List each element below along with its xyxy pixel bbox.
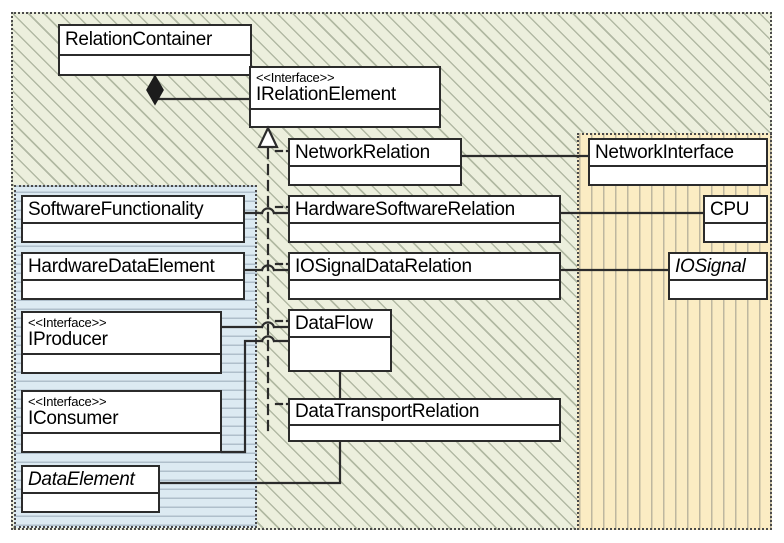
class-attributes-compartment (705, 224, 766, 241)
class-attributes-compartment (23, 224, 243, 241)
class-attributes-compartment (290, 281, 559, 298)
class-name: IProducer (28, 328, 108, 350)
class-name: IRelationElement (256, 83, 396, 105)
edge-iconsumer-dataflow (220, 339, 290, 454)
class-i-consumer[interactable]: <<Interface>> IConsumer (21, 390, 222, 453)
class-name: DataFlow (295, 312, 373, 334)
class-cpu[interactable]: CPU (703, 195, 768, 243)
class-name: HardwareDataElement (28, 255, 215, 277)
class-header: IOSignal (670, 254, 766, 281)
class-stereotype: <<Interface>> (256, 70, 335, 86)
class-header: <<Interface>> IConsumer (23, 392, 220, 434)
class-name: IConsumer (28, 407, 119, 429)
line-hop-iconsumer (260, 335, 276, 343)
class-attributes-compartment (290, 224, 559, 241)
line-hop-iproducer (260, 321, 276, 329)
class-name: HardwareSoftwareRelation (295, 198, 515, 220)
edge-datatransportrelation-dataelement (158, 440, 342, 485)
class-header: <<Interface>> IProducer (23, 313, 220, 355)
line-hop-hardwaredataelement (260, 264, 276, 272)
line-hop-softwarefunctionality (260, 207, 276, 215)
edge-composition-relationcontainer (153, 74, 251, 101)
class-header: HardwareDataElement (23, 254, 243, 281)
class-attributes-compartment (670, 281, 766, 298)
class-name: DataTransportRelation (295, 401, 480, 423)
class-network-interface[interactable]: NetworkInterface (588, 138, 768, 186)
class-name: IOSignal (675, 255, 746, 277)
class-hardware-software-relation[interactable]: HardwareSoftwareRelation (288, 195, 561, 243)
class-header: SoftwareFunctionality (23, 197, 243, 224)
class-header: DataElement (23, 467, 158, 494)
class-attributes-compartment (290, 338, 390, 370)
class-hardware-data-element[interactable]: HardwareDataElement (21, 252, 245, 300)
class-attributes-compartment (23, 494, 158, 511)
class-attributes-compartment (290, 167, 460, 184)
class-header: RelationContainer (60, 26, 250, 56)
class-name: RelationContainer (65, 29, 212, 51)
class-stereotype: <<Interface>> (28, 315, 107, 331)
class-i-producer[interactable]: <<Interface>> IProducer (21, 311, 222, 374)
class-attributes-compartment (251, 110, 439, 126)
class-name: NetworkRelation (295, 141, 430, 163)
class-name: NetworkInterface (595, 141, 734, 163)
class-software-functionality[interactable]: SoftwareFunctionality (21, 195, 245, 243)
class-header: DataFlow (290, 311, 390, 338)
class-header: DataTransportRelation (290, 400, 559, 426)
class-network-relation[interactable]: NetworkRelation (288, 138, 462, 186)
class-i-relation-element[interactable]: <<Interface>> IRelationElement (249, 66, 441, 128)
class-attributes-compartment (290, 426, 559, 440)
class-data-flow[interactable]: DataFlow (288, 309, 392, 372)
class-name: DataElement (28, 468, 135, 490)
class-name: IOSignalDataRelation (295, 255, 472, 277)
class-name: SoftwareFunctionality (28, 198, 204, 220)
class-io-signal-data-relation[interactable]: IOSignalDataRelation (288, 252, 561, 300)
class-attributes-compartment (23, 434, 220, 451)
class-header: CPU (705, 197, 766, 224)
class-attributes-compartment (23, 281, 243, 298)
class-data-element[interactable]: DataElement (21, 465, 160, 513)
class-header: IOSignalDataRelation (290, 254, 559, 281)
class-attributes-compartment (60, 56, 250, 74)
class-attributes-compartment (23, 355, 220, 372)
class-header: NetworkInterface (590, 140, 766, 167)
hardware-layer-region (577, 133, 772, 530)
class-io-signal[interactable]: IOSignal (668, 252, 768, 300)
class-header: <<Interface>> IRelationElement (251, 68, 439, 110)
class-header: NetworkRelation (290, 140, 460, 167)
class-relation-container[interactable]: RelationContainer (58, 24, 252, 76)
class-header: HardwareSoftwareRelation (290, 197, 559, 224)
class-attributes-compartment (590, 167, 766, 184)
class-stereotype: <<Interface>> (28, 394, 107, 410)
class-name: CPU (710, 198, 750, 220)
class-data-transport-relation[interactable]: DataTransportRelation (288, 398, 561, 442)
